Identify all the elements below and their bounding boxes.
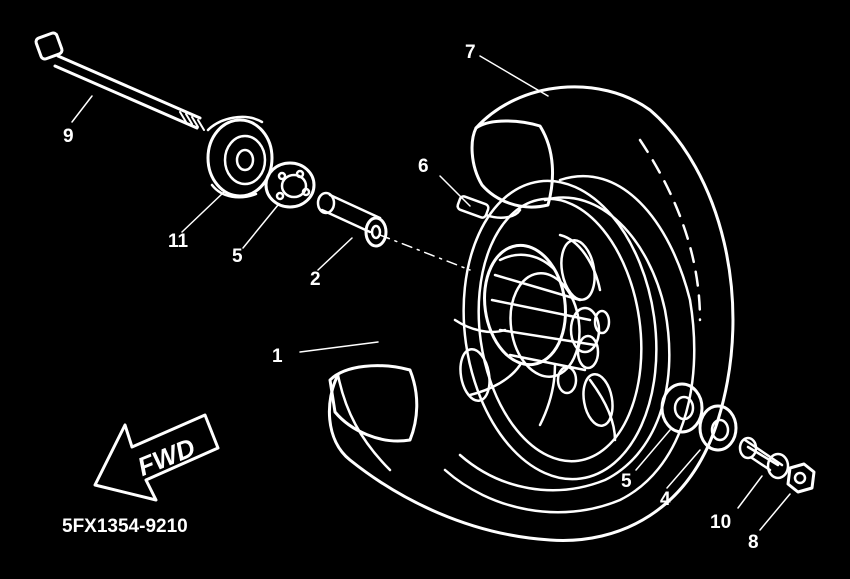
callout-10: 10 [710,512,731,533]
callout-5-left: 5 [232,246,243,267]
callout-11: 11 [168,231,189,252]
bearing-5-left [264,161,316,209]
callout-5-right: 5 [621,471,632,492]
callout-6: 6 [418,156,429,177]
callout-2: 2 [310,269,321,290]
collar-11 [206,115,274,199]
axle [34,31,205,131]
callout-9: 9 [63,126,74,147]
callout-8: 8 [748,532,759,553]
bearing-5-right [660,382,704,434]
part-code: 5FX1354-9210 [62,516,188,537]
callout-7: 7 [465,42,476,63]
centerline [379,234,471,271]
seal-4 [698,404,738,452]
callout-4: 4 [660,489,671,510]
spacer-2 [316,191,388,248]
leader-lines [71,55,791,531]
fwd-label: FWD [133,432,199,482]
wheel-rim [453,179,658,481]
callout-1: 1 [272,346,283,367]
wheel-hub [483,243,611,395]
collar-10 [738,436,790,480]
valve-6 [456,195,522,219]
nut-8 [786,462,816,494]
tire [327,85,735,542]
fwd-arrow [93,413,220,502]
